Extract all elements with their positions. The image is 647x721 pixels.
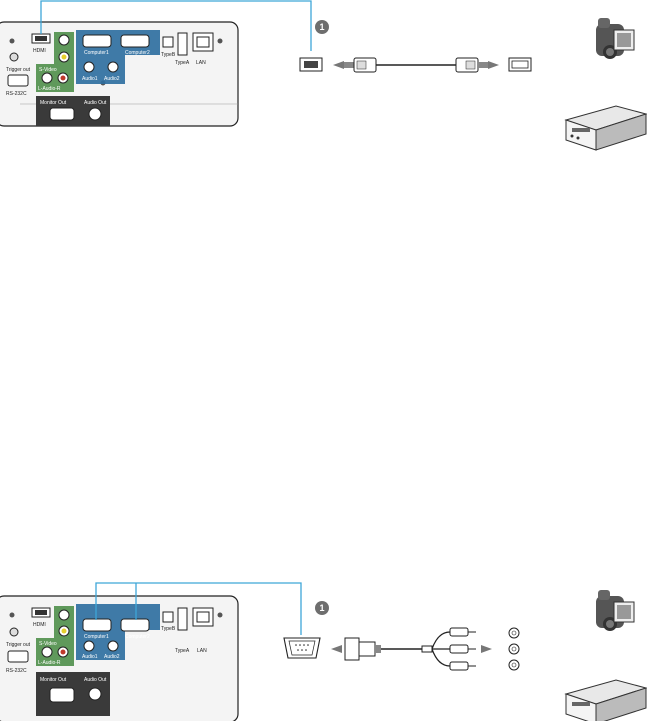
rs232c-label: RS-232C [6,91,27,97]
projector-panel-top: HDMI Trigger out RS-232C S-Video L-Audio… [0,21,239,127]
audio-out-label: Audio Out [84,100,107,106]
audio2-label: Audio2 [104,76,120,82]
port-leader-line [40,0,312,51]
audio2-label: Audio2 [104,654,120,660]
rs232c-label: RS-232C [6,668,27,674]
computer1-label: Computer1 [84,634,109,640]
camcorder-icon [596,590,635,631]
dvd-player-icon [564,679,647,721]
audio-lr-label: L-Audio-R [38,660,61,666]
trigger-out-label: Trigger out [6,67,31,73]
svg-text:1: 1 [319,22,324,32]
monitor-out-label: Monitor Out [40,100,67,106]
typeb-label: TypeB [161,626,176,632]
vga-port-icon [283,637,321,659]
hdmi-port-icon [299,57,323,72]
lan-label: LAN [196,60,206,66]
callout-1-top: 1 [315,20,329,34]
vga-component-cable [331,627,492,671]
component-jacks-icon [508,627,520,671]
hdmi-cable [333,57,499,73]
screw-icon [9,38,15,44]
camcorder-icon [596,18,635,59]
hdmi-label: HDMI [33,48,46,54]
computer1-label: Computer1 [84,50,109,56]
hdmi-label: HDMI [33,622,46,628]
screw-icon [217,612,223,618]
audio-lr-label: L-Audio-R [38,86,61,92]
s-video-label: S-Video [39,67,57,73]
computer2-label: Computer2 [125,50,150,56]
monitor-out-label: Monitor Out [40,677,67,683]
lan-label: LAN [197,648,207,654]
callout-1-bottom: 1 [315,601,329,615]
s-video-label: S-Video [39,641,57,647]
projector-panel-bottom: HDMI Trigger out RS-232C S-Video L-Audio… [0,595,239,721]
trigger-out-label: Trigger out [6,642,31,648]
computer1-port [82,618,112,632]
audio1-label: Audio1 [82,76,98,82]
audio-out-label: Audio Out [84,677,107,683]
bottom-connection-section: HDMI Trigger out RS-232C S-Video L-Audio… [0,582,647,721]
hdmi-port-icon [508,57,532,72]
typea-label: TypeA [175,60,190,66]
computer2-port [120,618,150,632]
computer2-label: Computer2 [125,634,150,640]
typea-label: TypeA [175,648,190,654]
svg-text:1: 1 [319,603,324,613]
typeb-label: TypeB [161,52,176,58]
dvd-player-icon [564,105,647,151]
screw-icon [9,612,15,618]
top-connection-section: HDMI Trigger out RS-232C S-Video L-Audio… [0,0,647,151]
screw-icon [217,38,223,44]
port-leader-line [95,582,302,635]
audio1-label: Audio1 [82,654,98,660]
